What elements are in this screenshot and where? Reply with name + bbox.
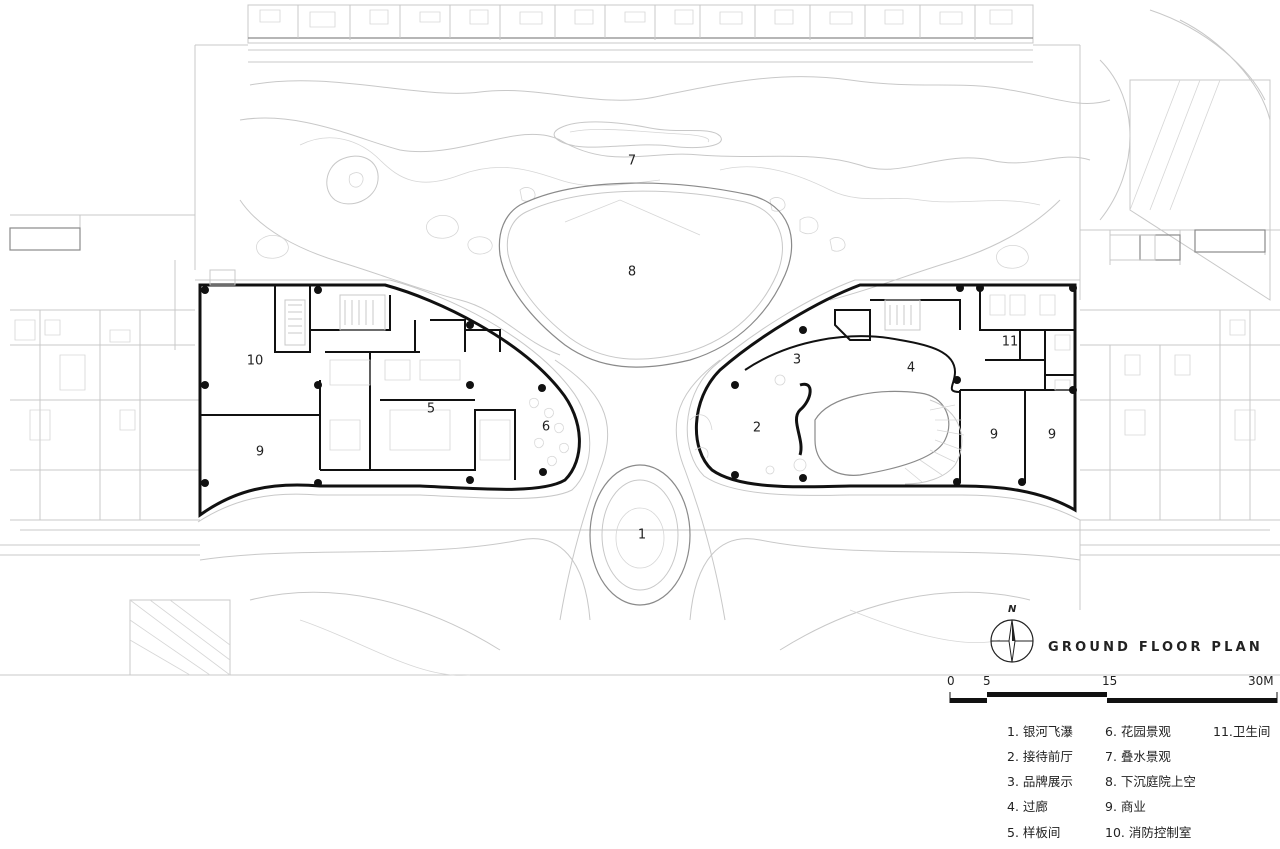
room-label-1: 1 [638, 528, 646, 543]
room-label-4: 4 [907, 361, 915, 376]
room-label-9-right-a: 9 [990, 428, 998, 443]
right-wing-blocks [1080, 229, 1280, 521]
right-building [686, 234, 1156, 521]
landscape [239, 9, 1271, 356]
room-label-2: 2 [753, 421, 761, 436]
room-label-10: 10 [247, 354, 264, 369]
sunken-courtyard [498, 182, 793, 368]
room-label-5: 5 [427, 402, 435, 417]
room-label-6: 6 [542, 420, 550, 435]
legend-item-5: 5. 样板间 [1007, 825, 1061, 840]
north-arrow-icon [990, 619, 1034, 663]
legend-item-11: 11.卫生间 [1213, 724, 1271, 739]
legend-item-1: 1. 银河飞瀑 [1007, 724, 1073, 739]
room-label-11: 11 [1002, 335, 1019, 350]
legend-item-2: 2. 接待前厅 [1007, 749, 1073, 764]
legend-item-9: 9. 商业 [1105, 799, 1146, 814]
room-label-3: 3 [793, 353, 801, 368]
scale-tick-0: 0 [947, 674, 955, 688]
left-wing-blocks [9, 214, 200, 521]
site-lines [0, 44, 1280, 676]
room-labels: 1 2 3 4 5 6 7 8 9 9 9 10 11 [247, 154, 1056, 543]
room-label-9-right-b: 9 [1048, 428, 1056, 443]
room-label-8: 8 [628, 265, 636, 280]
plan-title: GROUND FLOOR PLAN [1048, 640, 1263, 655]
legend-item-7: 7. 叠水景观 [1105, 749, 1171, 764]
legend-item-10: 10. 消防控制室 [1105, 825, 1192, 840]
north-label: N [1008, 604, 1017, 615]
scale-tick-5: 5 [983, 674, 991, 688]
scale-tick-30: 30M [1248, 674, 1274, 688]
legend-item-3: 3. 品牌展示 [1007, 774, 1073, 789]
room-label-9-left: 9 [256, 445, 264, 460]
scale-bar [949, 692, 1278, 703]
top-building-row [247, 4, 1034, 63]
room-label-7: 7 [628, 154, 636, 169]
left-building [195, 269, 591, 523]
legend-item-4: 4. 过廊 [1007, 799, 1048, 814]
legend-item-6: 6. 花园景观 [1105, 724, 1171, 739]
legend-item-8: 8. 下沉庭院上空 [1105, 774, 1196, 789]
central-plaza [129, 359, 1081, 676]
scale-tick-15: 15 [1102, 674, 1118, 688]
